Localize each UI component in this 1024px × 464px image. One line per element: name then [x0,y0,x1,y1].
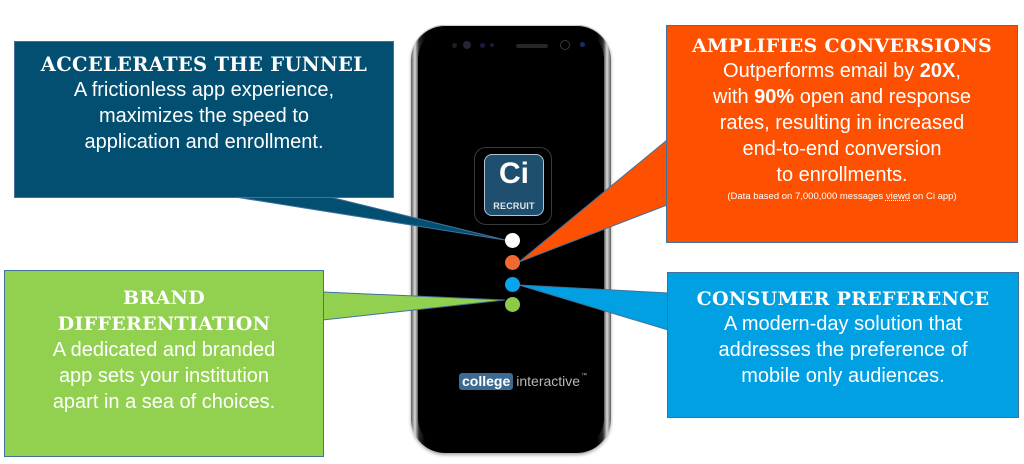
callout-title: CONSUMER PREFERENCE [696,288,990,310]
callout-line: A dedicated and branded [52,339,276,361]
callout-text: , [955,60,961,82]
callout-line: apart in a sea of choices. [52,391,276,413]
footnote-text: on Ci app) [910,191,957,202]
callout-amplifies-conversions: AMPLIFIES CONVERSIONS Outperforms email … [666,25,1018,243]
callout-text: with [713,86,755,108]
callout-line: to enrollments. [776,164,908,186]
phone-iris-sensor-icon [480,43,485,48]
phone-speaker-grille [516,44,548,48]
phone-proximity-sensor-icon [490,43,494,47]
phone-camera-lens-icon [580,42,585,47]
logo-trademark: ™ [581,373,588,379]
callout-highlight-20x: 20X [919,60,956,82]
callout-line: addresses the preference of [718,339,968,361]
callout-footnote: (Data based on 7,000,000 messages viewd … [667,190,1017,204]
footnote-misspelled-word: viewd [885,191,911,202]
app-icon-letters: Ci [499,157,529,190]
phone-front-camera-icon [560,40,570,50]
app-icon-label: RECRUIT [493,201,535,211]
callout-line: rates, resulting in increased [719,112,965,134]
logo-college-badge: college [459,372,514,390]
callout-title: AMPLIFIES CONVERSIONS [691,35,993,57]
consumer-pointer [518,284,669,331]
phone-front-sensor-icon [463,41,471,49]
footnote-text: (Data based on 7,000,000 messages [727,191,886,202]
callout-text: Outperforms email by [723,60,920,82]
college-interactive-logo: college interactive ™ [459,372,587,390]
ci-recruit-app-icon[interactable]: Ci RECRUIT [474,147,552,225]
callout-line: maximizes the speed to [98,105,310,127]
green-dot [505,297,520,312]
callout-line: A frictionless app experience, [73,79,335,101]
callout-consumer-preference: CONSUMER PREFERENCE A modern-day solutio… [667,272,1019,418]
callout-line: mobile only audiences. [741,365,945,387]
blue-dot [505,277,520,292]
callout-line: end-to-end conversion [742,138,942,160]
white-dot [505,233,520,248]
brand-pointer [322,291,506,321]
funnel-pointer [234,196,506,241]
callout-line: with 90% open and response [667,84,1017,110]
callout-brand-differentiation: BRAND DIFFERENTIATION A dedicated and br… [4,270,324,457]
callout-highlight-90pct: 90% [754,86,795,108]
callout-line: Outperforms email by 20X, [667,58,1017,84]
callout-title: ACCELERATES THE FUNNEL [40,53,368,76]
callout-line: A modern-day solution that [724,313,962,335]
callout-line: app sets your institution [58,365,270,387]
orange-dot [505,255,520,270]
logo-interactive-text: interactive [516,373,581,389]
callout-text: open and response [794,86,971,108]
callout-line: application and enrollment. [84,131,324,153]
callout-accelerates-funnel: ACCELERATES THE FUNNEL A frictionless ap… [14,41,394,198]
callout-title: BRAND [123,287,205,309]
callout-title: DIFFERENTIATION [57,313,271,335]
chat-bubble-icon: Ci RECRUIT [484,154,544,216]
phone-sensor-icon [452,43,457,48]
